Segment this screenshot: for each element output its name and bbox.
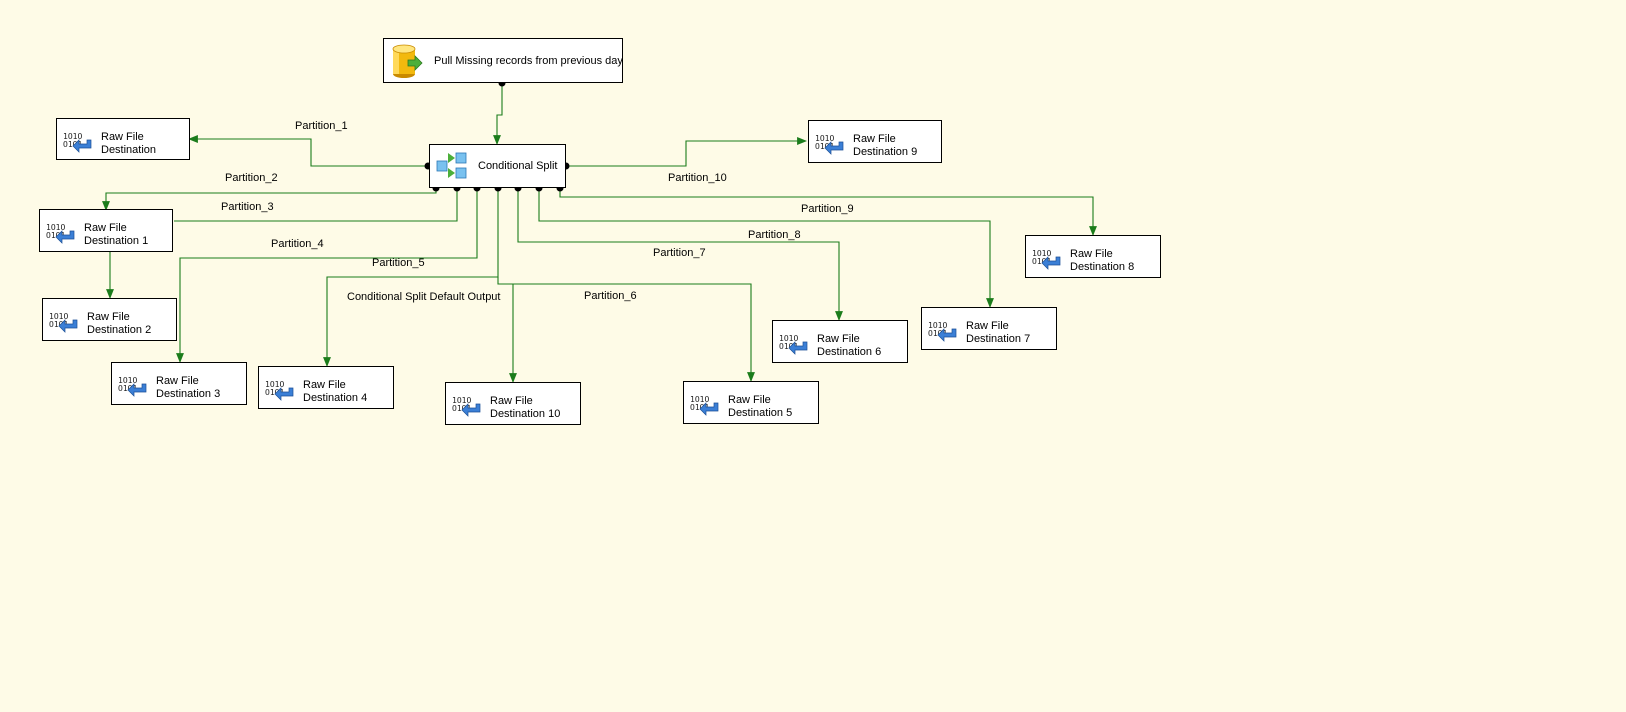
path-partition-6[interactable]: [498, 283, 755, 382]
source-component[interactable]: Pull Missing records from previous day: [383, 38, 623, 83]
destination-label-line1: Raw File: [87, 311, 130, 323]
path-label-partition-5[interactable]: Partition_5: [372, 257, 425, 269]
svg-text:O1O1: O1O1: [49, 320, 68, 329]
svg-text:1O1O: 1O1O: [265, 380, 284, 389]
destination-label-line1: Raw File: [853, 133, 896, 145]
destination-label-line2: Destination 6: [817, 346, 882, 358]
svg-text:1O1O: 1O1O: [63, 132, 82, 141]
path-label-partition-8[interactable]: Partition_8: [748, 229, 801, 241]
svg-text:O1O1: O1O1: [118, 384, 137, 393]
svg-text:1O1O: 1O1O: [46, 223, 65, 232]
path-partition-3[interactable]: [174, 188, 458, 222]
svg-text:O1O1: O1O1: [815, 142, 834, 151]
path-partition-9[interactable]: [559, 188, 1097, 236]
path-label-partition-3[interactable]: Partition_3: [221, 201, 274, 213]
destination-label-line2: Destination 10: [490, 408, 561, 420]
path-partition-5[interactable]: [323, 188, 499, 367]
svg-text:O1O1: O1O1: [63, 140, 82, 149]
svg-text:1O1O: 1O1O: [928, 321, 947, 330]
destination-label-line2: Destination 3: [156, 388, 221, 400]
database-source-icon: [390, 42, 424, 80]
destination-label-line1: Raw File: [728, 394, 771, 406]
destination-label-line1: Raw File: [303, 379, 346, 391]
path-label-partition-6[interactable]: Partition_6: [584, 290, 637, 302]
svg-text:1O1O: 1O1O: [690, 395, 709, 404]
svg-text:1O1O: 1O1O: [118, 376, 137, 385]
destination-label-line1: Raw File: [1070, 248, 1113, 260]
destination-label-line2: Destination 9: [853, 146, 918, 158]
svg-text:1O1O: 1O1O: [49, 312, 68, 321]
svg-text:O1O1: O1O1: [46, 231, 65, 240]
destination-label-line2: Destination 7: [966, 333, 1031, 345]
destination-label-line2: Destination: [101, 144, 157, 156]
svg-text:1O1O: 1O1O: [1032, 249, 1051, 258]
svg-text:1O1O: 1O1O: [779, 334, 798, 343]
destination-label-line2: Destination 1: [84, 235, 149, 247]
path-label-partition-10[interactable]: Partition_10: [668, 172, 727, 184]
svg-text:O1O1: O1O1: [452, 404, 471, 413]
path-label-partition-2[interactable]: Partition_2: [225, 172, 278, 184]
destination-label-line1: Raw File: [966, 320, 1009, 332]
path-partition-7[interactable]: [517, 188, 843, 321]
path-partition-8[interactable]: [538, 188, 994, 308]
path-label-partition-7[interactable]: Partition_7: [653, 247, 706, 259]
conditional-split-component[interactable]: Conditional Split: [429, 144, 566, 188]
svg-text:O1O1: O1O1: [265, 388, 284, 397]
svg-text:1O1O: 1O1O: [815, 134, 834, 143]
path-partition-10[interactable]: [566, 137, 807, 167]
destination-label-line1: Raw File: [156, 375, 199, 387]
path-label-partition-4[interactable]: Partition_4: [271, 238, 324, 250]
destination-label-line1: Raw File: [817, 333, 860, 345]
destination-label-line1: Raw File: [101, 131, 144, 143]
destination-label-line1: Raw File: [84, 222, 127, 234]
path-label-default-output[interactable]: Conditional Split Default Output: [347, 291, 501, 303]
conditional-split-label: Conditional Split: [478, 160, 558, 172]
path-partition-1[interactable]: [188, 135, 428, 167]
destination-label-line2: Destination 4: [303, 392, 368, 404]
destination-label-line2: Destination 5: [728, 407, 793, 419]
path-label-partition-1[interactable]: Partition_1: [295, 120, 348, 132]
svg-text:O1O1: O1O1: [1032, 257, 1051, 266]
conditional-split-icon: [436, 151, 468, 181]
svg-text:O1O1: O1O1: [690, 403, 709, 412]
source-component-label: Pull Missing records from previous day: [434, 54, 623, 67]
svg-text:1O1O: 1O1O: [452, 396, 471, 405]
destination-label-line2: Destination 2: [87, 324, 152, 336]
svg-text:O1O1: O1O1: [928, 329, 947, 338]
destination-label-line2: Destination 8: [1070, 261, 1135, 273]
path-source-to-split[interactable]: [493, 84, 503, 145]
destination-label-line1: Raw File: [490, 395, 533, 407]
path-partition-4[interactable]: [176, 188, 478, 363]
svg-text:O1O1: O1O1: [779, 342, 798, 351]
path-label-partition-9[interactable]: Partition_9: [801, 203, 854, 215]
